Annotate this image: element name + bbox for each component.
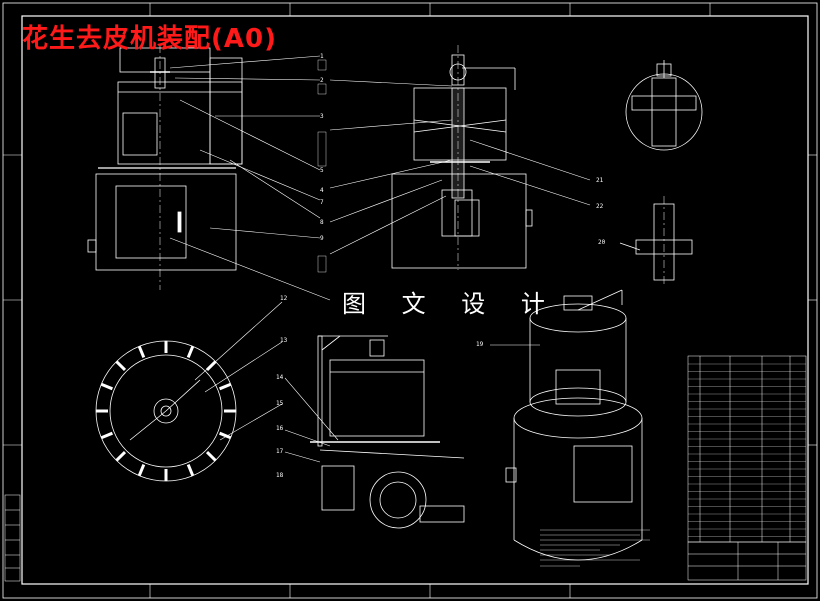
side-balloons: 14 16 17 18 — [276, 374, 284, 479]
zone-marks — [3, 3, 817, 598]
balloon-17: 17 — [276, 448, 284, 455]
detail-view-a — [625, 60, 703, 151]
balloon-column: 1 2 3 4 5 7 8 9 — [320, 53, 324, 242]
blade-mark — [186, 345, 195, 358]
balloon-7: 7 — [320, 199, 324, 206]
balloon-8: 8 — [320, 219, 324, 226]
balloon-3: 3 — [320, 113, 324, 120]
leader-lines-side — [284, 377, 339, 463]
section-view — [391, 45, 533, 270]
technical-notes-block — [540, 529, 650, 567]
leader-lines-left — [169, 55, 331, 301]
blower — [369, 471, 427, 529]
balloon-4: 4 — [320, 187, 324, 194]
watermark: 图 文 设 计 — [342, 290, 559, 318]
blade-mark — [115, 360, 127, 372]
left-margin-strip — [4, 494, 21, 582]
balloon-2: 2 — [320, 77, 324, 84]
top-view-blades — [96, 341, 236, 481]
base-housing — [95, 173, 237, 271]
leader-lines-section — [329, 79, 591, 255]
blade-mark — [137, 464, 146, 477]
peeling-drum — [117, 81, 243, 165]
leader-lines-circle — [194, 301, 283, 441]
balloon-9: 9 — [320, 235, 324, 242]
blade-mark — [219, 431, 232, 440]
title-block — [687, 541, 807, 581]
balloon-21: 21 — [596, 177, 604, 184]
front-view — [87, 45, 243, 290]
blade-mark — [186, 464, 195, 477]
balloon-16: 16 — [276, 425, 284, 432]
parts-list — [687, 355, 807, 543]
balloon-20: 20 — [598, 239, 606, 246]
parts-list-rows — [688, 363, 806, 537]
motor — [321, 465, 355, 511]
blade-mark — [100, 382, 113, 391]
circle-balloons: 12 13 15 — [276, 295, 288, 407]
blade-mark — [100, 431, 113, 440]
blade-mark — [137, 345, 146, 358]
balloon-boxes — [317, 59, 327, 273]
balloon-18: 18 — [276, 472, 284, 479]
balloon-5: 5 — [320, 167, 324, 174]
balloon-12: 12 — [280, 295, 288, 302]
balloon-19: 19 — [476, 341, 484, 348]
blade-mark — [115, 450, 127, 462]
balloon-15: 15 — [276, 400, 284, 407]
blade-mark — [205, 450, 217, 462]
balloon-13: 13 — [280, 337, 288, 344]
blade-mark — [219, 382, 232, 391]
balloon-22: 22 — [596, 203, 604, 210]
detail-view-b — [619, 196, 693, 285]
balloon-1: 1 — [320, 53, 324, 60]
isometric-view — [505, 289, 643, 561]
section-balloons: 21 22 — [596, 177, 604, 210]
drawing-title: 花生去皮机装配(A0) — [22, 24, 277, 54]
balloon-14: 14 — [276, 374, 284, 381]
side-view — [310, 335, 465, 529]
side-drum — [329, 359, 425, 437]
